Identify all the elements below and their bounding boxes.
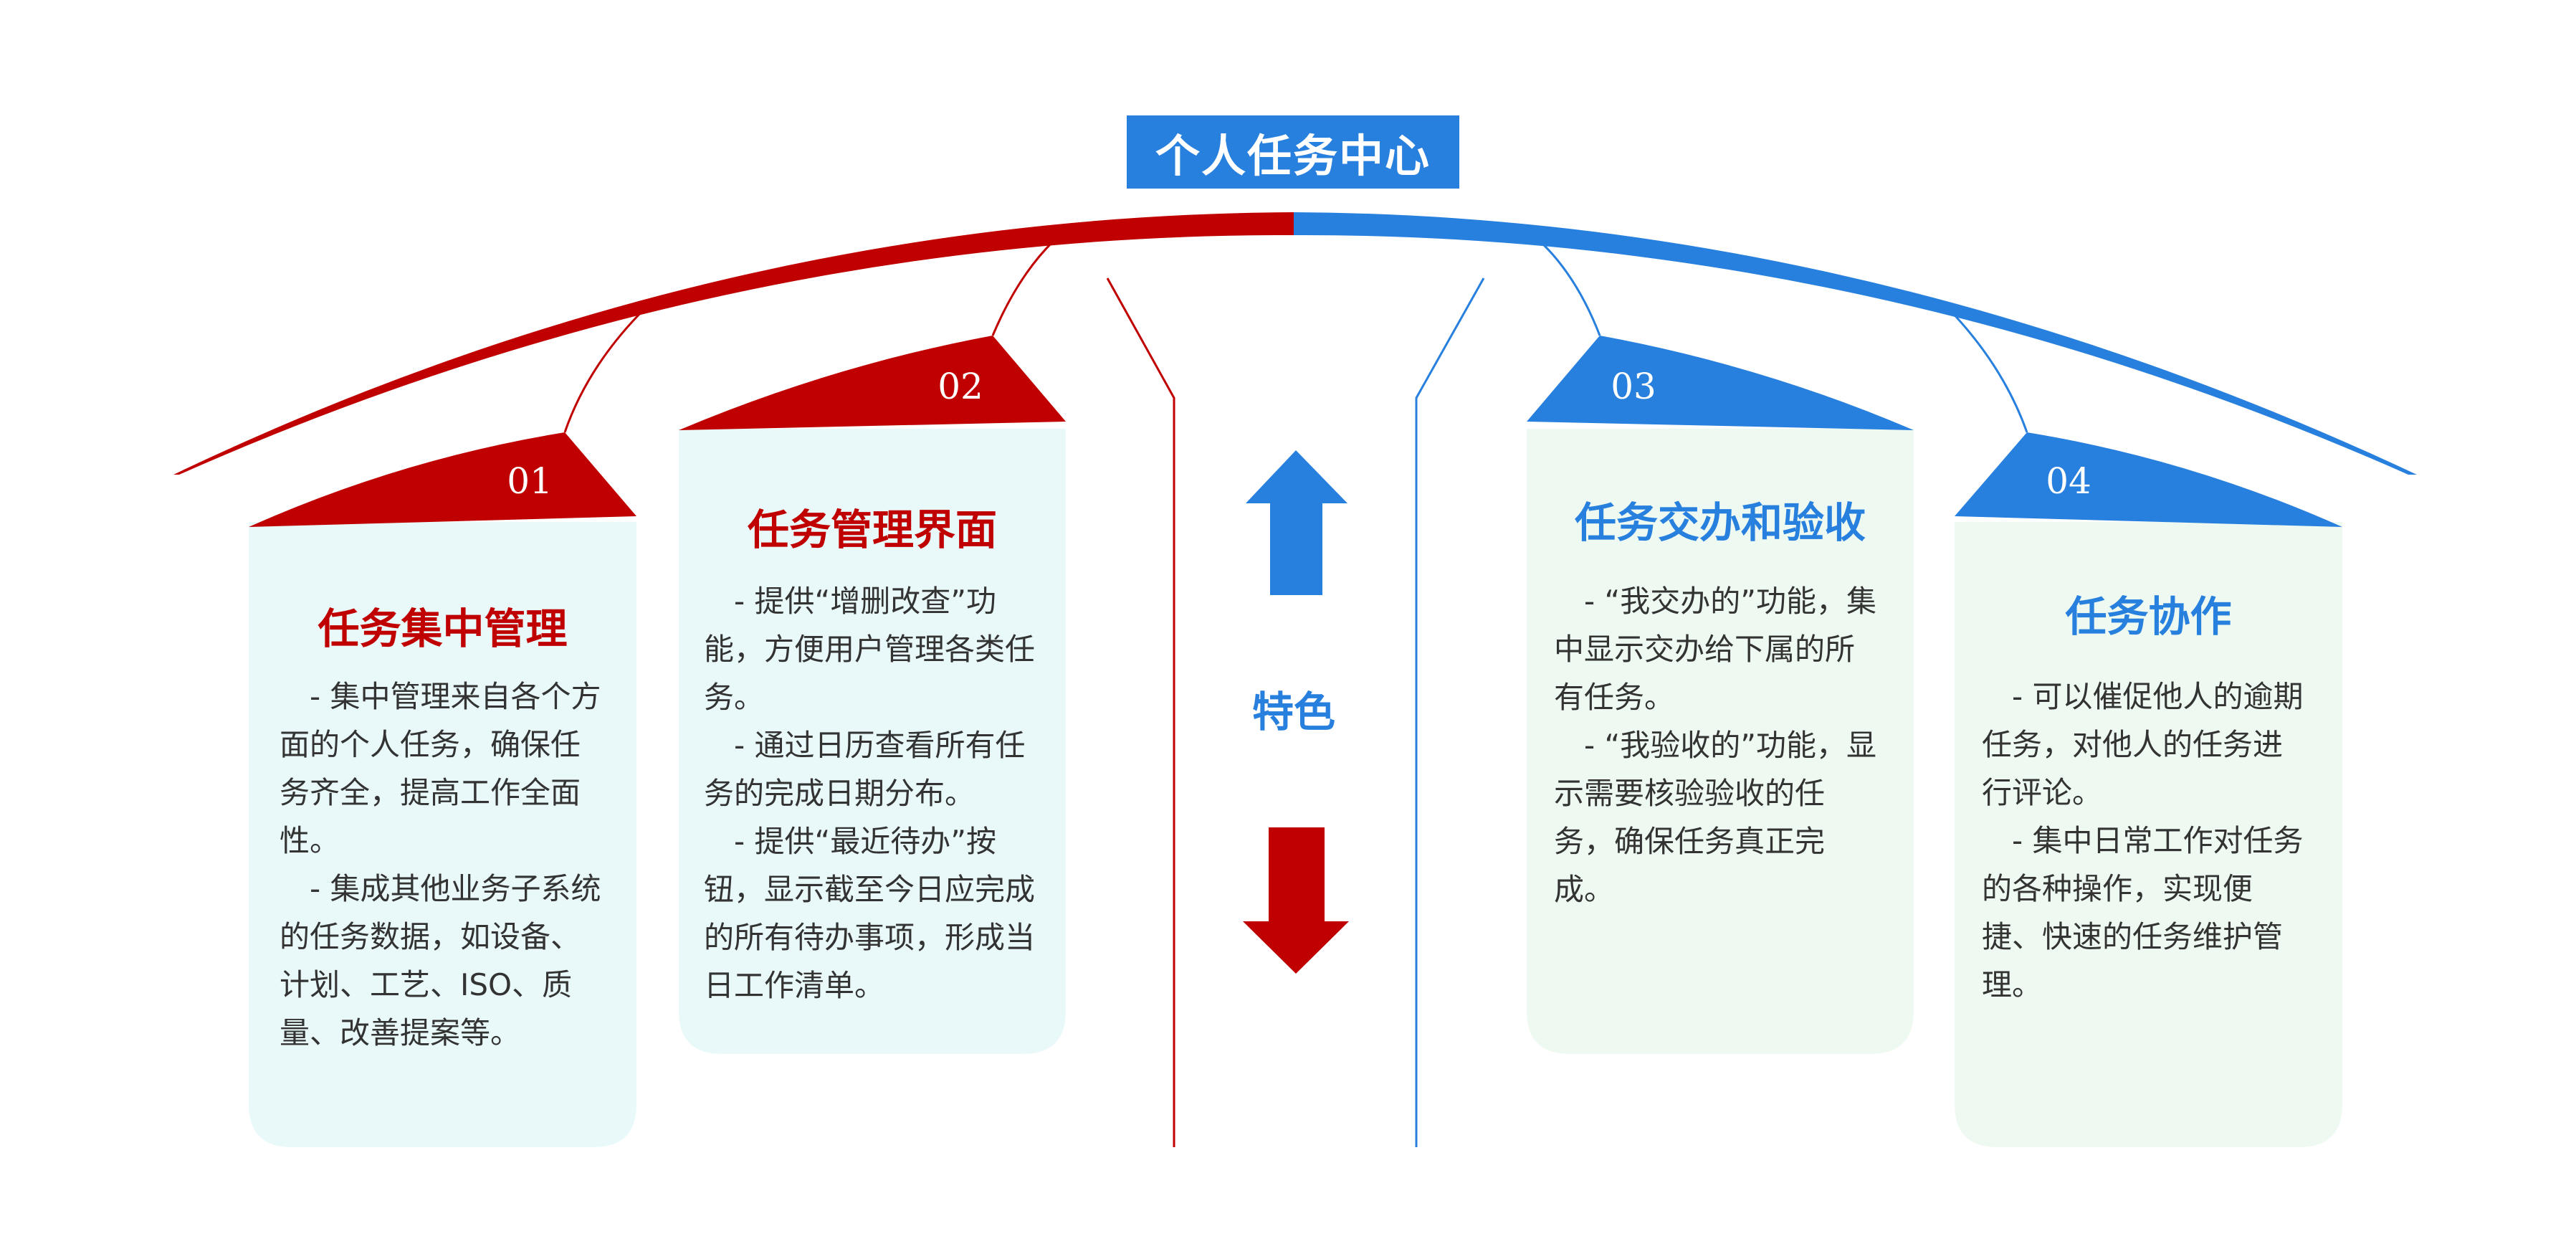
card-3-background bbox=[1527, 429, 1914, 1054]
card-3-number: 03 bbox=[1611, 366, 1656, 407]
card-3-body: - “我交办的”功能，集中显示交办给下属的所有任务。 - “我验收的”功能，显示… bbox=[1554, 584, 1877, 907]
connector-2 bbox=[991, 239, 1055, 336]
down-arrow-icon bbox=[1243, 827, 1349, 974]
card-2-background bbox=[679, 429, 1066, 1054]
divider-right bbox=[1415, 277, 1485, 1147]
card-3-tab bbox=[1527, 336, 1914, 430]
card-2-number: 02 bbox=[938, 366, 983, 407]
connector-1 bbox=[563, 307, 647, 433]
card-2-tab bbox=[679, 336, 1066, 430]
card-3-title: 任务交办和验收 bbox=[1574, 498, 1866, 547]
card-2-title: 任务管理界面 bbox=[747, 505, 997, 554]
up-arrow-icon bbox=[1246, 450, 1347, 595]
card-1-title: 任务集中管理 bbox=[318, 604, 568, 653]
card-4-body: - 可以催促他人的逾期任务，对他人的任务进行评论。 - 集中日常工作对任务的各种… bbox=[1982, 679, 2304, 1002]
card-4-background bbox=[1955, 522, 2342, 1147]
card-1-tab bbox=[249, 432, 636, 527]
connector-3 bbox=[1538, 239, 1601, 336]
card-2-body: - 提供“增删改查”功能，方便用户管理各类任务。 - 通过日历查看所有任务的完成… bbox=[704, 584, 1036, 1003]
card-4-title: 任务协作 bbox=[2065, 592, 2232, 641]
card-1-number: 01 bbox=[507, 460, 553, 502]
card-4-number: 04 bbox=[2046, 460, 2091, 502]
page-title: 个人任务中心 bbox=[1127, 115, 1459, 189]
card-1-background bbox=[249, 522, 636, 1147]
divider-left bbox=[1106, 277, 1175, 1147]
card-1-body: - 集中管理来自各个方面的个人任务，确保任务齐全，提高工作全面性。 - 集成其他… bbox=[280, 679, 601, 1050]
connector-4 bbox=[1947, 307, 2028, 433]
center-label: 特色 bbox=[1251, 688, 1335, 736]
card-4-tab bbox=[1955, 432, 2342, 527]
